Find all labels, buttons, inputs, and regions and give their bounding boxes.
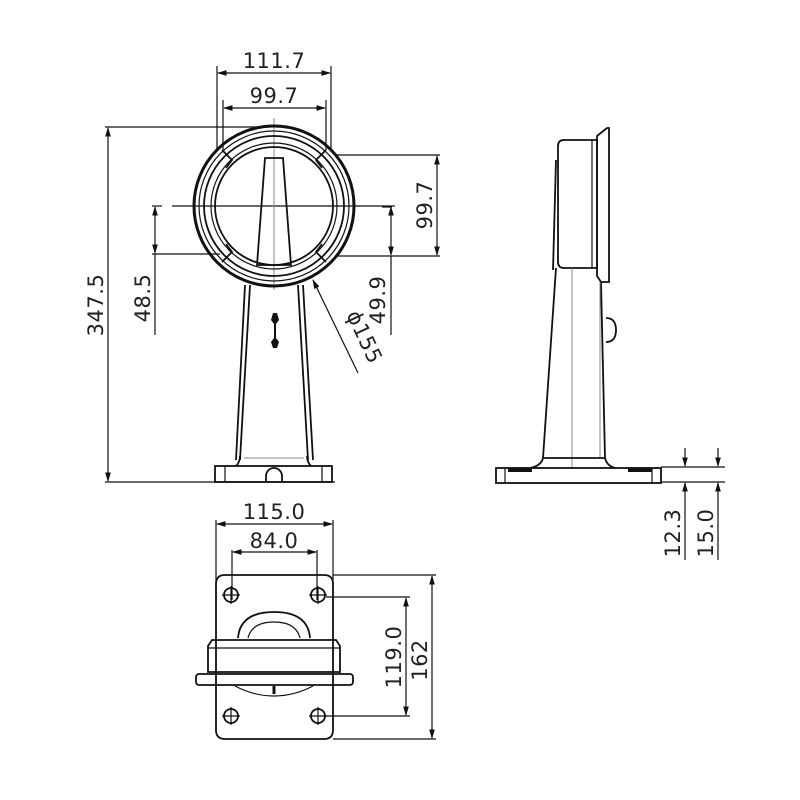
dim-label-49-9: 49.9 bbox=[366, 276, 390, 325]
side-mount-plate bbox=[552, 127, 610, 283]
dim-base-length: 162 bbox=[333, 574, 436, 740]
pole-collar bbox=[195, 611, 354, 697]
dim-inner-width: 99.7 bbox=[222, 84, 327, 150]
side-view: 12.3 15.0 bbox=[495, 127, 725, 560]
base-plate bbox=[215, 574, 334, 740]
dim-label-347-5: 347.5 bbox=[84, 274, 108, 337]
dim-label-99-7-top: 99.7 bbox=[250, 84, 299, 108]
bracket-pole bbox=[235, 284, 314, 461]
bottom-view: 115.0 84.0 bbox=[195, 500, 436, 740]
mounting-holes bbox=[222, 586, 327, 725]
dim-hole-spacing-y: 119.0 bbox=[326, 596, 410, 717]
dim-mount-height: 99.7 bbox=[336, 154, 440, 257]
dim-base-width: 115.0 bbox=[215, 500, 334, 590]
dim-label-115-0: 115.0 bbox=[243, 500, 306, 524]
dim-label-111-7: 111.7 bbox=[243, 49, 306, 73]
dim-label-48-5: 48.5 bbox=[131, 274, 155, 323]
side-lug bbox=[605, 317, 617, 343]
dim-outer-width: 111.7 bbox=[216, 49, 332, 150]
side-base bbox=[495, 467, 662, 484]
dim-label-12-3: 12.3 bbox=[661, 509, 685, 558]
camera-mount-ring bbox=[192, 124, 356, 288]
mounting-hole bbox=[222, 707, 240, 725]
dim-base-thickness: 12.3 15.0 bbox=[661, 448, 725, 560]
mounting-hole bbox=[309, 586, 327, 604]
dim-label-84-0: 84.0 bbox=[250, 529, 299, 553]
dim-label-119-0: 119.0 bbox=[382, 626, 406, 689]
mounting-hole bbox=[309, 707, 327, 725]
bracket-base-front bbox=[214, 455, 333, 483]
mounting-hole bbox=[222, 586, 240, 604]
dim-hole-spacing-x: 84.0 bbox=[231, 529, 318, 600]
dim-label-99-7-right: 99.7 bbox=[413, 181, 437, 230]
dim-center-offset: 48.5 bbox=[131, 205, 220, 335]
front-view: 111.7 99.7 347.5 48.5 bbox=[84, 49, 440, 483]
dim-center-to-lower: 49.9 bbox=[366, 206, 394, 335]
keyhole-slot bbox=[271, 313, 279, 348]
dim-label-15-0: 15.0 bbox=[694, 509, 718, 558]
side-pole bbox=[529, 267, 617, 469]
dim-label-162: 162 bbox=[408, 639, 432, 681]
